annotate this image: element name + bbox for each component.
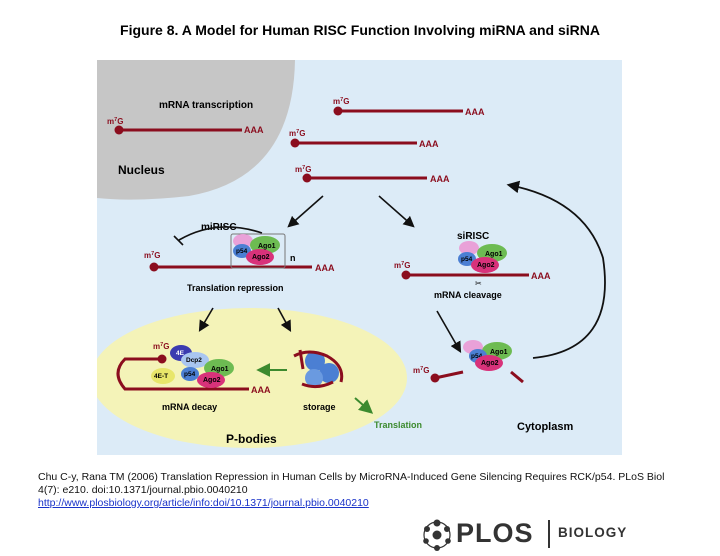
logo-subtitle: BIOLOGY xyxy=(558,525,628,540)
p-bodies-label: P-bodies xyxy=(226,432,277,446)
svg-text:m7G: m7G xyxy=(394,261,410,270)
mirisc-complex: Ago1 p54 Ago2 xyxy=(233,234,280,265)
logo-divider xyxy=(548,520,550,548)
cap-label: m7G xyxy=(107,117,123,126)
n-label: n xyxy=(290,253,296,263)
cytoplasm-mrna-1: m7G AAA xyxy=(333,97,485,117)
svg-text:m7G: m7G xyxy=(333,97,349,106)
svg-text:m7G: m7G xyxy=(153,342,169,351)
cytoplasm-mrna-3: m7G AAA xyxy=(295,165,450,184)
decay-mrna: m7G AAA xyxy=(116,342,271,395)
arrow-to-sirisc xyxy=(378,195,415,228)
svg-text:Ago2: Ago2 xyxy=(252,254,270,261)
svg-text:p54: p54 xyxy=(461,256,473,263)
arrow-to-decay xyxy=(198,307,214,332)
citation-text: Chu C-y, Rana TM (2006) Translation Repr… xyxy=(38,471,665,496)
svg-text:AAA: AAA xyxy=(419,139,439,149)
cytoplasm-label: Cytoplasm xyxy=(517,421,573,433)
nucleus-label: Nucleus xyxy=(118,163,165,177)
svg-text:p54: p54 xyxy=(236,248,248,255)
plos-logo-icon xyxy=(423,519,451,551)
nucleus-mrna: m7G AAA xyxy=(107,117,264,135)
sirisc-complex: Ago1 p54 Ago2 xyxy=(458,241,507,273)
svg-text:m7G: m7G xyxy=(289,129,305,138)
arrow-to-mirisc xyxy=(287,195,324,228)
translation-label: Translation xyxy=(374,420,422,430)
svg-text:AAA: AAA xyxy=(430,174,450,184)
svg-text:m7G: m7G xyxy=(144,251,160,260)
svg-text:Ago1: Ago1 xyxy=(211,366,229,373)
poly-a-label: AAA xyxy=(244,125,264,135)
mrna-cleavage-label: mRNA cleavage xyxy=(434,290,502,300)
svg-text:AAA: AAA xyxy=(465,107,485,117)
mirisc-inhibition-line xyxy=(178,226,263,241)
storage-label: storage xyxy=(303,402,336,412)
recycle-arrow xyxy=(506,180,606,359)
mrna-transcription-label: mRNA transcription xyxy=(159,100,253,111)
figure-title: Figure 8. A Model for Human RISC Functio… xyxy=(120,22,600,38)
svg-text:Ago1: Ago1 xyxy=(258,243,276,250)
arrow-to-released xyxy=(436,310,462,353)
svg-text:Ago1: Ago1 xyxy=(485,251,503,258)
logo-word: PLOS xyxy=(456,518,534,548)
cytoplasm-mrna-2: m7G AAA xyxy=(289,129,439,149)
svg-text:Ago2: Ago2 xyxy=(203,377,221,384)
sirisc-label: siRISC xyxy=(457,231,489,242)
svg-text:AAA: AAA xyxy=(315,263,335,273)
decay-complex: 4E-T 4E Dcp2 Ago1 p54 Ago2 xyxy=(151,345,234,388)
risc-model-diagram: mRNA transcription m7G AAA Nucleus m7G A… xyxy=(97,60,622,455)
svg-text:p54: p54 xyxy=(184,371,196,378)
svg-text:4E-T: 4E-T xyxy=(154,373,168,380)
mrna-with-sirisc: m7G AAA xyxy=(394,261,551,281)
p-bodies-region xyxy=(97,308,407,448)
svg-text:4E: 4E xyxy=(176,350,185,357)
mrna-decay-label: mRNA decay xyxy=(162,402,217,412)
svg-text:p54: p54 xyxy=(471,353,483,360)
cleaved-mrna-fragments: m7G xyxy=(413,366,524,384)
svg-text:Ago2: Ago2 xyxy=(481,360,499,367)
svg-text:AAA: AAA xyxy=(531,271,551,281)
article-link[interactable]: http://www.plosbiology.org/article/info:… xyxy=(38,497,369,509)
figure-caption: Chu C-y, Rana TM (2006) Translation Repr… xyxy=(38,471,688,510)
mrna-with-mirisc: m7G AAA xyxy=(144,251,335,273)
svg-text:Ago2: Ago2 xyxy=(477,262,495,269)
translation-repression-label: Translation repression xyxy=(187,283,284,293)
plos-biology-logo: PLOS BIOLOGY xyxy=(420,516,635,552)
svg-text:Dcp2: Dcp2 xyxy=(186,357,202,364)
svg-text:m7G: m7G xyxy=(295,165,311,174)
svg-text:Ago1: Ago1 xyxy=(490,349,508,356)
arrow-to-translation xyxy=(354,397,374,414)
arrow-to-storage xyxy=(277,307,292,332)
storage-granule xyxy=(293,349,344,389)
svg-text:AAA: AAA xyxy=(251,385,271,395)
svg-text:m7G: m7G xyxy=(413,366,429,375)
mirisc-bracket xyxy=(230,233,286,269)
released-sirisc: Ago1 p54 Ago2 xyxy=(463,340,512,371)
scissors-icon: ✂ xyxy=(475,279,482,288)
